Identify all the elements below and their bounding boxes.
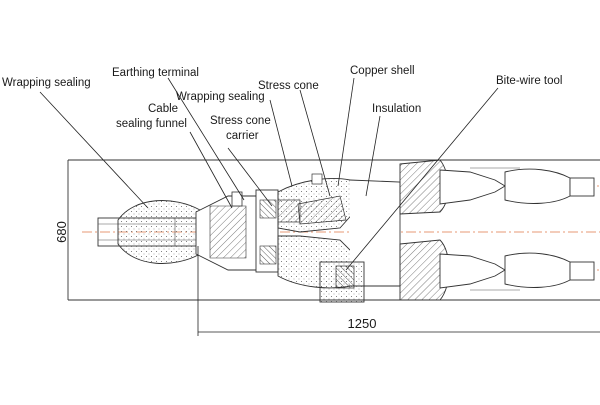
label-cable-sealing-funnel-line2: sealing funnel bbox=[116, 118, 187, 130]
label-insulation: Insulation bbox=[372, 103, 421, 115]
label-wrapping-sealing-right: Wrapping sealing bbox=[176, 91, 265, 103]
dimension-height-label: 680 bbox=[54, 221, 69, 243]
label-stress-cone-carrier-line1: Stress cone bbox=[210, 115, 271, 127]
copper-shell-housing bbox=[319, 179, 401, 303]
label-stress-cone-carrier-line2: carrier bbox=[226, 130, 259, 142]
dimension-length-label: 1250 bbox=[348, 316, 377, 331]
dimension-length: 1250 bbox=[197, 246, 600, 336]
label-wrapping-sealing-left: Wrapping sealing bbox=[2, 77, 91, 89]
insulation-cones bbox=[399, 159, 450, 301]
stress-cone-body bbox=[277, 173, 357, 289]
leader-lines bbox=[39, 77, 499, 271]
dimension-height: 680 bbox=[54, 221, 69, 243]
cable-sealing-funnel bbox=[195, 191, 259, 271]
label-cable-sealing-funnel-line1: Cable bbox=[148, 103, 178, 115]
wrapping-sealing-left bbox=[117, 200, 201, 264]
label-stress-cone: Stress cone bbox=[258, 80, 319, 92]
callout-labels: Wrapping sealing Earthing terminal Cable… bbox=[2, 65, 562, 142]
right-branch-upper bbox=[439, 167, 595, 205]
right-branch-lower bbox=[439, 252, 595, 291]
label-copper-shell: Copper shell bbox=[350, 65, 415, 77]
label-bite-wire-tool: Bite-wire tool bbox=[496, 75, 562, 87]
label-earthing-terminal: Earthing terminal bbox=[112, 67, 199, 79]
